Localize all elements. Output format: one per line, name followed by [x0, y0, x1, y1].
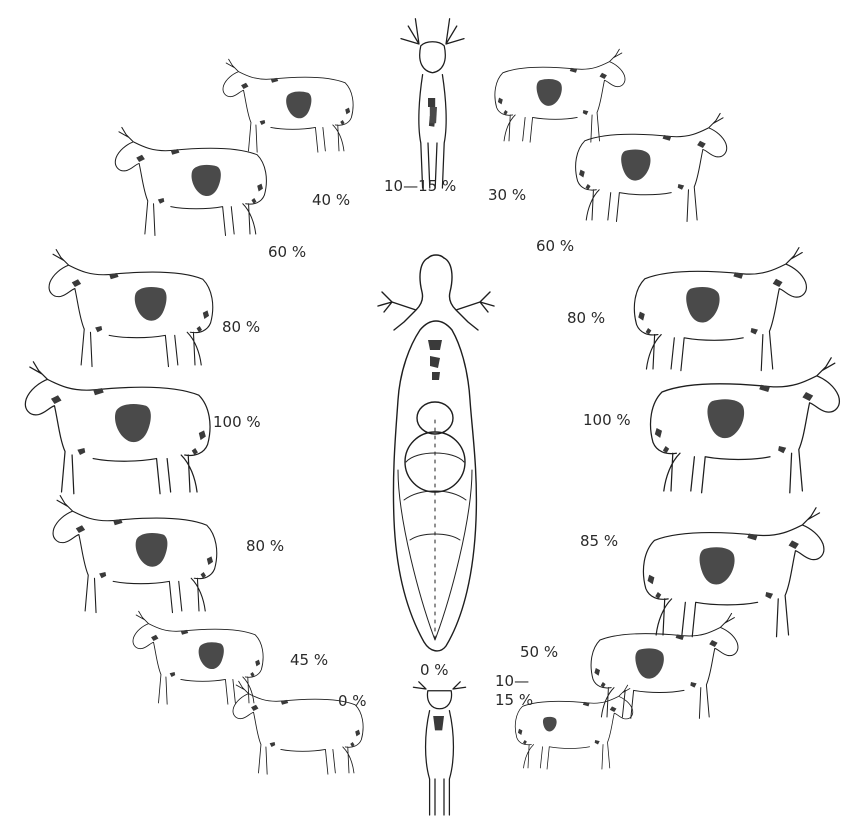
- moose-upper-left-1: [223, 59, 353, 152]
- moose-lower-left-1: [53, 496, 217, 613]
- label-front: 10—15 %: [384, 177, 456, 195]
- moose-upper-left-2: [115, 127, 266, 235]
- moose-mid-right: [634, 248, 806, 371]
- moose-lower-right-1: [643, 508, 823, 637]
- label-upper-left-2: 60 %: [268, 243, 306, 261]
- label-bottom-right-top: 10—: [495, 672, 529, 690]
- label-side-right: 100 %: [583, 411, 631, 429]
- label-upper-left-1: 40 %: [312, 191, 350, 209]
- label-bottom-left: 0 %: [338, 692, 367, 710]
- moose-top-view-anatomy: [378, 255, 494, 651]
- label-upper-right-2: 60 %: [536, 237, 574, 255]
- moose-side-left: [25, 362, 210, 494]
- moose-lower-left-2: [133, 611, 263, 704]
- label-upper-right-1: 30 %: [488, 186, 526, 204]
- moose-lower-right-2: [591, 613, 738, 718]
- label-bottom-right-bottom: 15 %: [495, 691, 533, 709]
- moose-front-view: [401, 19, 464, 188]
- label-rear: 0 %: [420, 661, 449, 679]
- label-side-left: 100 %: [213, 413, 261, 431]
- label-mid-left: 80 %: [222, 318, 260, 336]
- label-lower-left-1: 80 %: [246, 537, 284, 555]
- label-lower-right-1: 85 %: [580, 532, 618, 550]
- moose-rear-view: [413, 682, 465, 815]
- label-lower-left-2: 45 %: [290, 651, 328, 669]
- moose-upper-right-1: [495, 49, 625, 142]
- label-lower-right-2: 50 %: [520, 643, 558, 661]
- label-mid-right: 80 %: [567, 309, 605, 327]
- moose-side-right: [651, 358, 840, 493]
- moose-mid-left: [49, 250, 213, 367]
